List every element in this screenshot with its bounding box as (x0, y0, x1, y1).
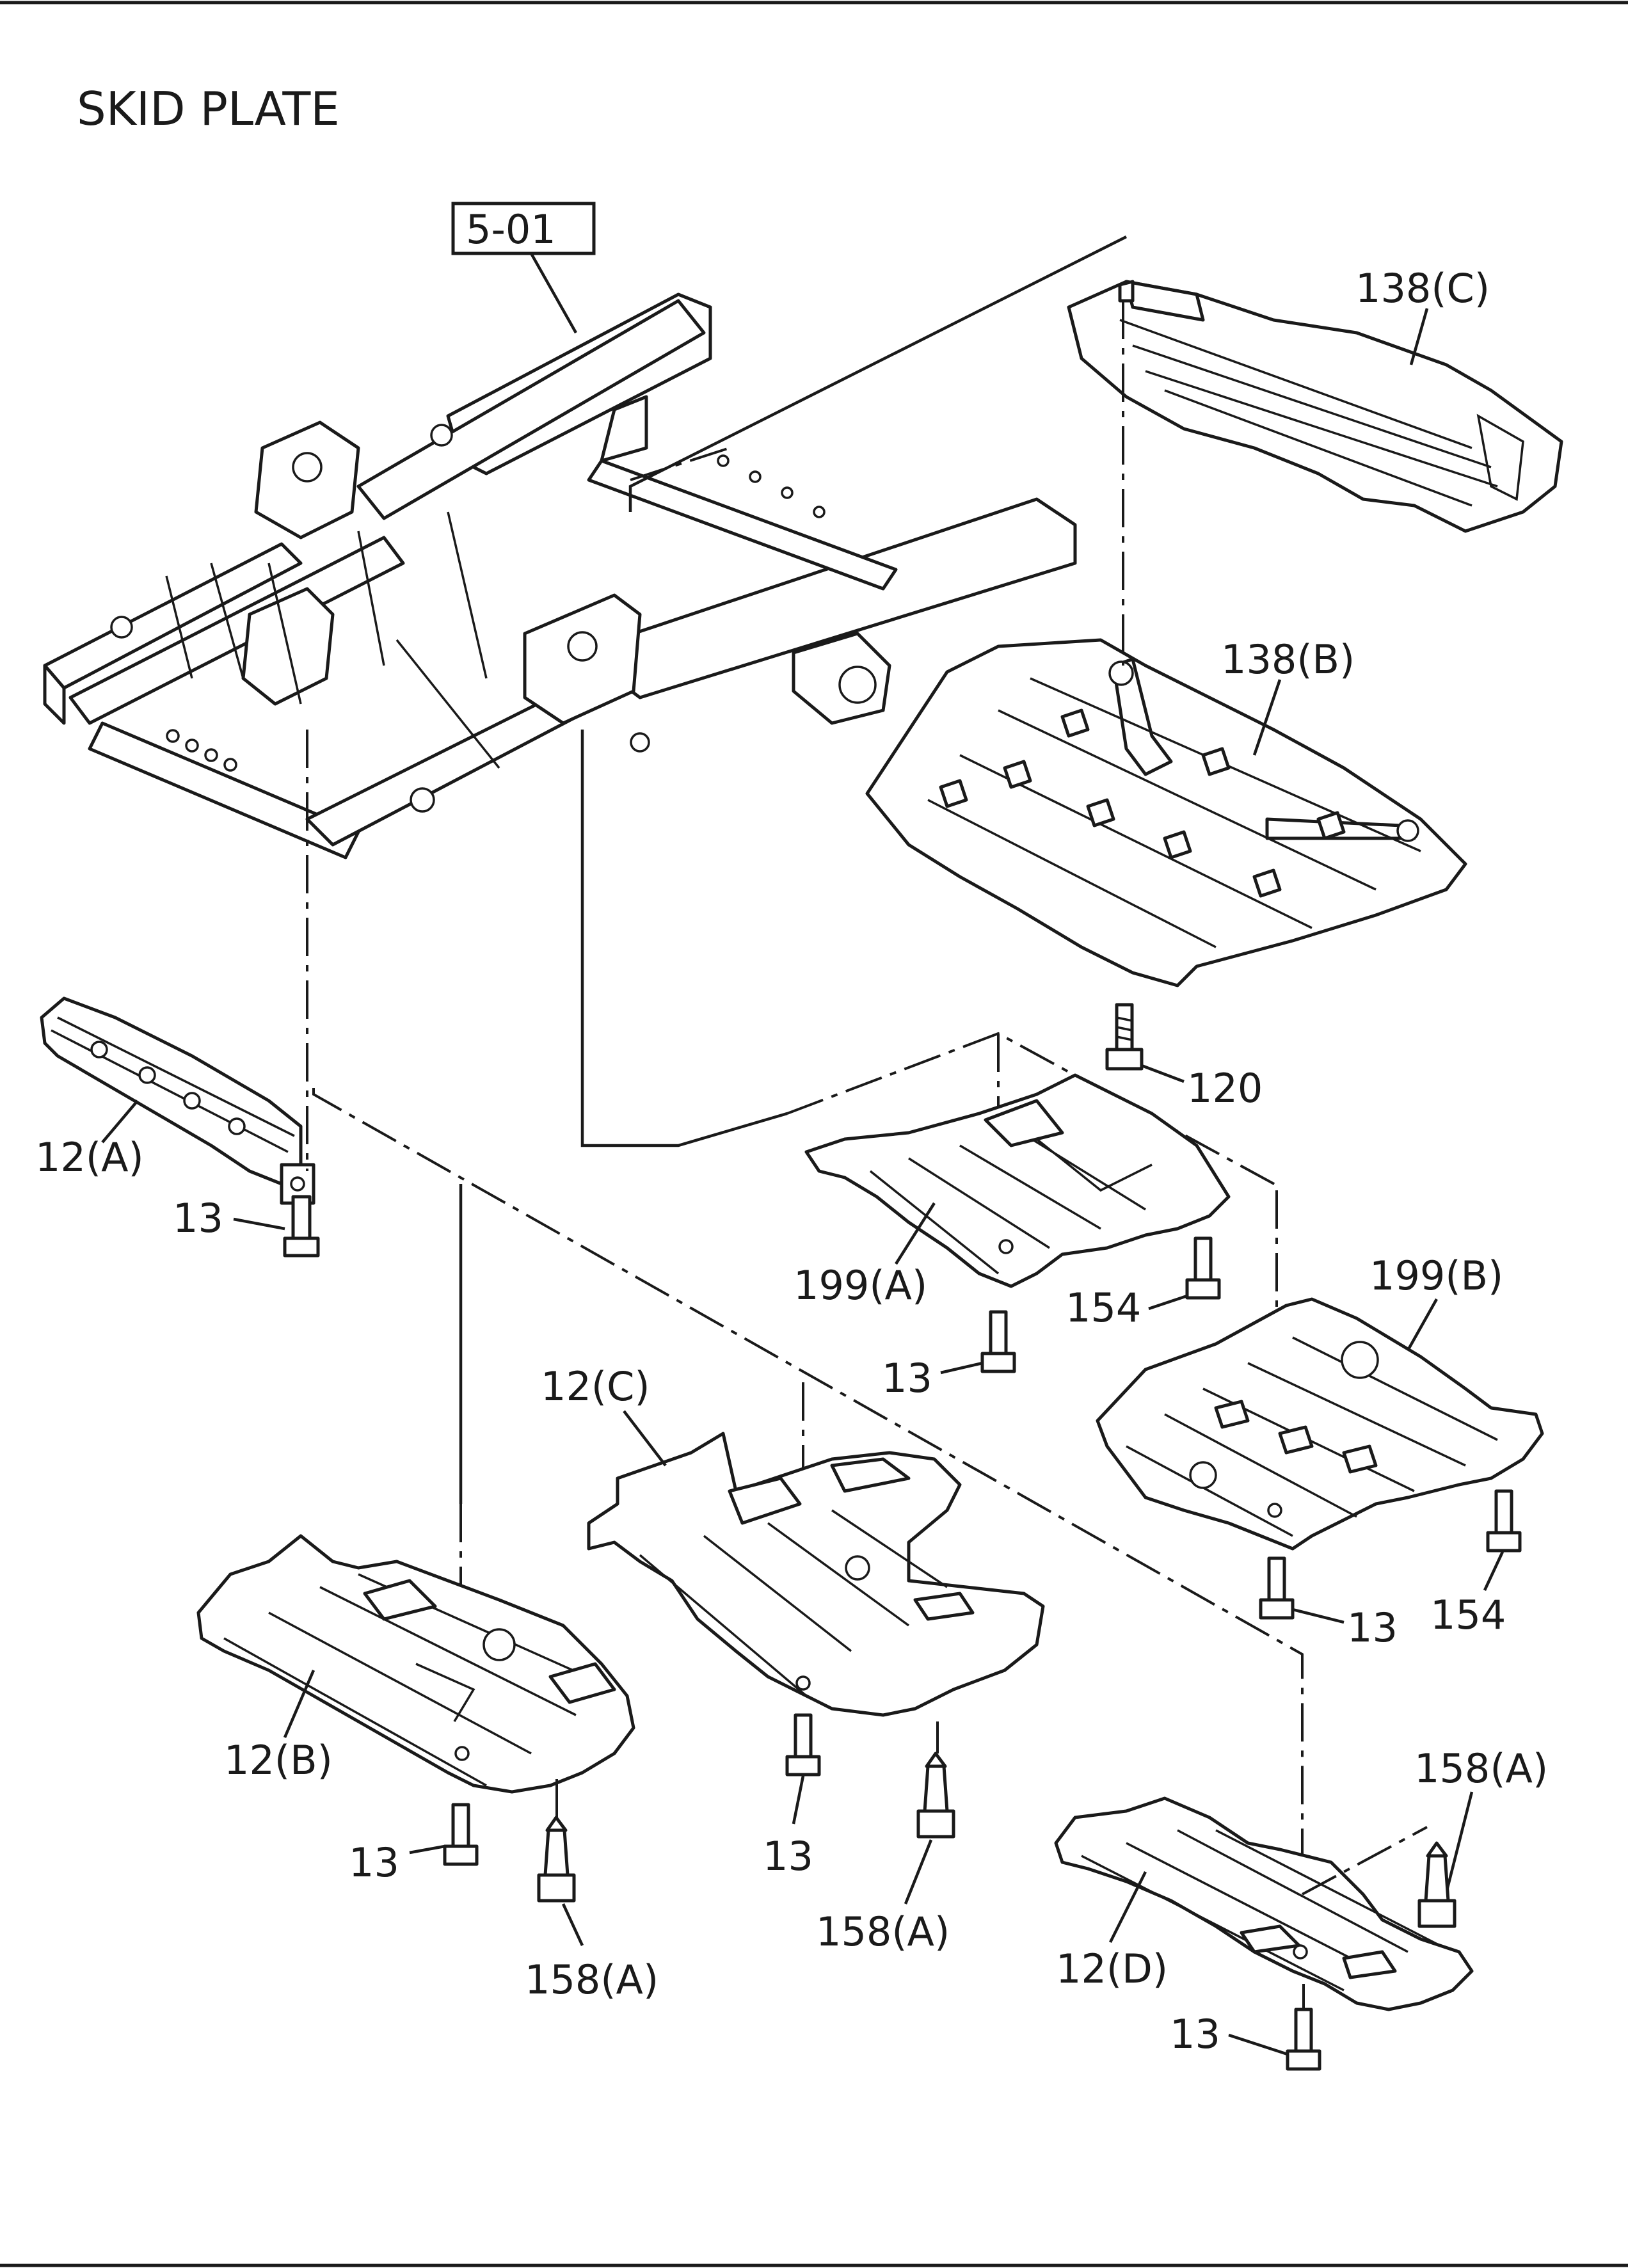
page-title: SKID PLATE (77, 82, 340, 136)
part-12d-skid-plate[interactable] (1054, 1796, 1474, 2011)
label-13-e: 13 (349, 1839, 399, 1886)
bolt-120[interactable] (1105, 1003, 1144, 1071)
leader-5-01 (530, 252, 577, 334)
leader-154-a (1148, 1294, 1188, 1311)
leader-13-f (1228, 2033, 1288, 2056)
label-13-b: 13 (882, 1355, 932, 1402)
leader-12c (623, 1410, 667, 1467)
part-199b-skid-plate[interactable] (1096, 1297, 1544, 1551)
label-13-d: 13 (763, 1833, 813, 1880)
leader-138c (1409, 308, 1429, 365)
bolt-154-b[interactable] (1486, 1489, 1522, 1553)
guide-12a-to-12d (312, 1088, 1304, 1865)
bolt-13-f[interactable] (1286, 2008, 1321, 2071)
leader-158a-c (1446, 1791, 1474, 1889)
part-138b-skid-plate[interactable] (865, 638, 1467, 987)
bolt-13-c[interactable] (1259, 1556, 1295, 1620)
reference-box-label: 5-01 (466, 206, 556, 253)
label-154-a: 154 (1065, 1284, 1141, 1331)
leader-154-b (1483, 1551, 1504, 1591)
label-12c: 12(C) (541, 1363, 650, 1410)
label-199b: 199(B) (1369, 1252, 1503, 1299)
leader-12d (1108, 1871, 1147, 1944)
leader-13-c (1292, 1608, 1345, 1624)
label-12b: 12(B) (224, 1737, 333, 1784)
part-199a-skid-plate[interactable] (804, 1073, 1231, 1288)
label-158a-a: 158(A) (525, 1956, 658, 2003)
label-13-f: 13 (1170, 2011, 1220, 2057)
leader-13-b (940, 1361, 983, 1375)
vehicle-frame (43, 292, 1077, 859)
leader-138b (1252, 679, 1282, 756)
label-158a-c: 158(A) (1414, 1745, 1548, 1792)
label-12a: 12(A) (35, 1134, 144, 1181)
label-199a: 199(A) (794, 1262, 927, 1309)
guide-frame-199a (580, 730, 788, 1147)
guide-frame-to-138c (628, 235, 1128, 512)
clip-158a-a[interactable] (537, 1816, 576, 1903)
part-12c-skid-plate[interactable] (587, 1432, 1045, 1717)
label-13-a: 13 (173, 1195, 223, 1242)
leader-120 (1141, 1064, 1185, 1083)
label-158a-b: 158(A) (816, 1908, 950, 1955)
part-12a-skid-plate[interactable] (40, 996, 315, 1205)
leader-12a (101, 1099, 139, 1144)
leader-13-d (792, 1775, 805, 1825)
label-138c: 138(C) (1355, 265, 1490, 312)
part-138c-skid-plate[interactable] (1067, 280, 1563, 533)
guide-frame-138c-b (630, 447, 730, 481)
label-138b: 138(B) (1221, 636, 1355, 683)
bolt-13-e[interactable] (443, 1803, 479, 1866)
leader-13-a (233, 1217, 285, 1231)
leader-158a-a (561, 1903, 584, 1946)
leader-12b (283, 1670, 315, 1738)
bolt-13-a[interactable] (283, 1195, 320, 1258)
bolt-154-a[interactable] (1185, 1236, 1221, 1300)
clip-158a-c[interactable] (1417, 1841, 1456, 1928)
bolt-13-b[interactable] (980, 1310, 1016, 1373)
clip-158a-b[interactable] (916, 1752, 955, 1839)
label-154-b: 154 (1430, 1592, 1506, 1638)
label-120: 120 (1187, 1065, 1263, 1112)
leader-158a-b (904, 1839, 933, 1905)
part-12b-skid-plate[interactable] (196, 1534, 635, 1794)
leader-199b (1407, 1298, 1438, 1352)
label-13-c: 13 (1347, 1604, 1398, 1651)
reference-box[interactable]: 5-01 (451, 202, 596, 255)
bolt-13-d[interactable] (785, 1713, 821, 1777)
leader-199a (895, 1202, 936, 1265)
guide-12d-clip (1302, 1826, 1428, 1896)
label-12d: 12(D) (1056, 1945, 1168, 1992)
leader-13-e (409, 1844, 445, 1855)
